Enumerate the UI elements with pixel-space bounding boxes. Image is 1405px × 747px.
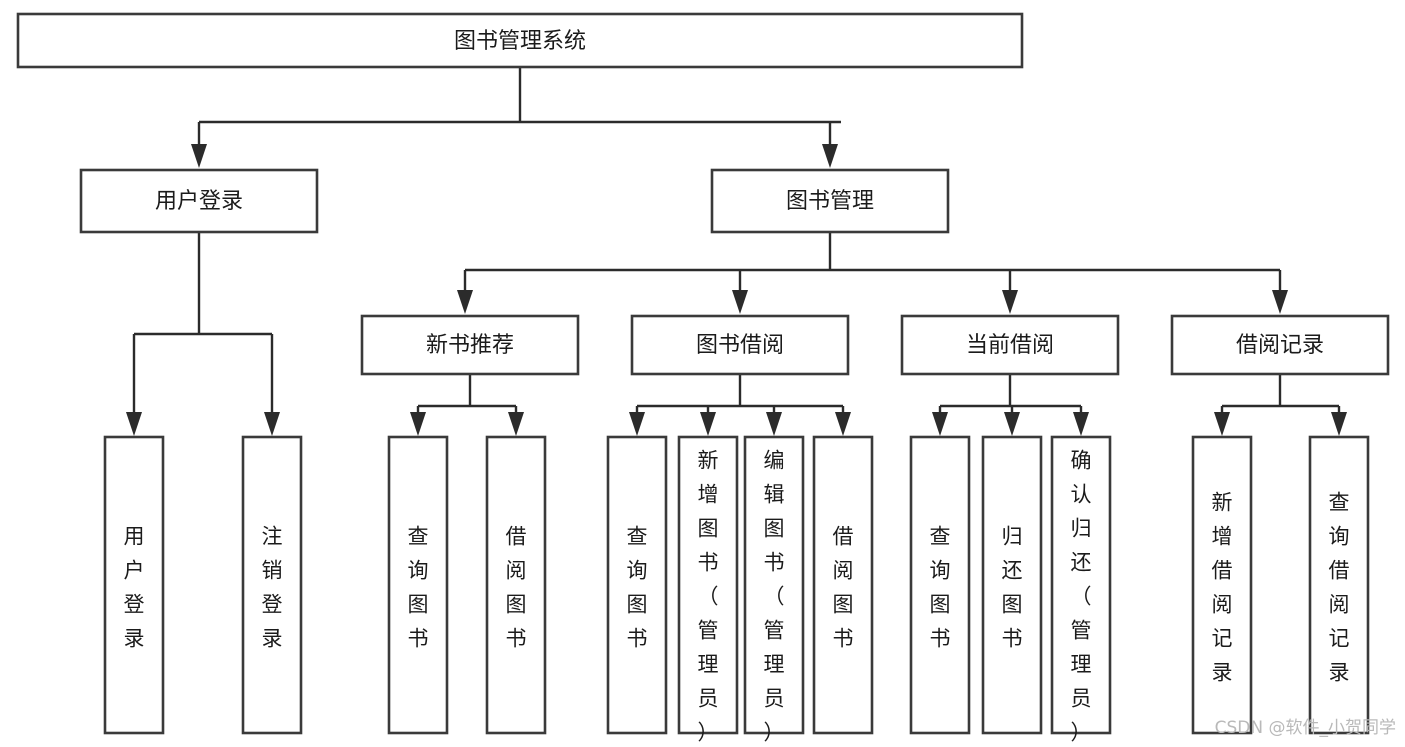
arrow-head-to-new-book-recommend — [457, 290, 473, 314]
node-leaf-edit-book-admin[interactable]: 编辑图书（管理员） — [743, 435, 805, 745]
node-leaf-return-book-label: 归还图书 — [1002, 525, 1023, 651]
node-leaf-add-borrow-record[interactable]: 新增借阅记录 — [1191, 435, 1253, 735]
connector-group-new-book-recommend-to-leaves — [410, 374, 524, 436]
node-book-borrow-label: 图书借阅 — [696, 333, 784, 358]
node-leaf-query-book-2-box[interactable] — [606, 435, 668, 735]
node-current-borrow-label: 当前借阅 — [966, 333, 1054, 358]
node-leaf-return-book-box[interactable] — [981, 435, 1043, 735]
node-leaf-query-book-2[interactable]: 查询图书 — [606, 435, 668, 735]
node-leaf-return-book[interactable]: 归还图书 — [981, 435, 1043, 735]
node-book-manage-box[interactable] — [710, 168, 950, 234]
node-leaf-query-book-3-label: 查询图书 — [930, 525, 951, 651]
connector-group-user-login-to-leaves — [126, 232, 280, 436]
node-leaf-query-book-2-label: 查询图书 — [627, 525, 648, 651]
node-leaf-borrow-book-1[interactable]: 借阅图书 — [485, 435, 547, 735]
connector-group-book-borrow-to-leaves — [629, 374, 851, 436]
node-leaf-query-borrow-record-label: 查询借阅记录 — [1329, 491, 1350, 685]
node-borrow-record-box[interactable] — [1170, 314, 1390, 376]
node-leaf-query-borrow-record-box[interactable] — [1308, 435, 1370, 735]
arrow-head-current-borrow-to-leaf-3 — [1073, 412, 1089, 436]
node-leaf-query-book-1[interactable]: 查询图书 — [387, 435, 449, 735]
arrow-head-current-borrow-to-leaf-2 — [1004, 412, 1020, 436]
node-leaf-query-book-3-box[interactable] — [909, 435, 971, 735]
node-book-manage-label: 图书管理 — [786, 189, 874, 214]
node-leaf-edit-book-admin-box[interactable] — [743, 435, 805, 735]
node-new-book-recommend-box[interactable] — [360, 314, 580, 376]
node-leaf-user-login-box[interactable] — [103, 435, 165, 735]
node-leaf-borrow-book-1-label: 借阅图书 — [506, 525, 527, 651]
node-leaf-confirm-return-admin-label: 确认归还（管理员） — [1071, 449, 1092, 745]
node-leaf-edit-book-admin-label: 编辑图书（管理员） — [764, 449, 785, 745]
node-root[interactable]: 图书管理系统 — [16, 12, 1024, 69]
arrow-head-user-login-to-leaf-2 — [264, 412, 280, 436]
node-root-label: 图书管理系统 — [454, 29, 586, 54]
arrow-head-new-book-recommend-to-leaf-2 — [508, 412, 524, 436]
connector-group-root-to-level2 — [191, 67, 841, 168]
arrow-head-borrow-record-to-leaf-1 — [1214, 412, 1230, 436]
node-book-borrow[interactable]: 图书借阅 — [630, 314, 850, 376]
arrow-head-book-borrow-to-leaf-4 — [835, 412, 851, 436]
node-leaf-confirm-return-admin[interactable]: 确认归还（管理员） — [1050, 435, 1112, 745]
arrow-head-borrow-record-to-leaf-2 — [1331, 412, 1347, 436]
node-leaf-user-logout-label: 注销登录 — [262, 525, 283, 651]
node-leaf-user-login[interactable]: 用户登录 — [103, 435, 165, 735]
connector-group-current-borrow-to-leaves — [932, 374, 1089, 436]
node-new-book-recommend[interactable]: 新书推荐 — [360, 314, 580, 376]
node-leaf-add-borrow-record-label: 新增借阅记录 — [1212, 491, 1233, 685]
connector-group-book-manage-to-level3 — [457, 232, 1288, 314]
node-book-manage[interactable]: 图书管理 — [710, 168, 950, 234]
node-borrow-record-label: 借阅记录 — [1236, 333, 1324, 358]
node-leaf-query-borrow-record[interactable]: 查询借阅记录 — [1308, 435, 1370, 735]
node-leaf-add-book-admin-box[interactable] — [677, 435, 739, 735]
node-leaf-borrow-book-2-label: 借阅图书 — [833, 525, 854, 651]
arrow-head-root-to-book-manage — [822, 144, 838, 168]
arrow-head-book-borrow-to-leaf-3 — [766, 412, 782, 436]
node-leaf-add-borrow-record-box[interactable] — [1191, 435, 1253, 735]
leaf-node-group: 用户登录 注销登录 查询图书 借阅图书 查询图书 新增图书（管理员） — [103, 435, 1370, 745]
node-user-login-box[interactable] — [79, 168, 319, 234]
node-leaf-user-logout[interactable]: 注销登录 — [241, 435, 303, 735]
node-current-borrow[interactable]: 当前借阅 — [900, 314, 1120, 376]
node-leaf-confirm-return-admin-box[interactable] — [1050, 435, 1112, 735]
arrow-head-current-borrow-to-leaf-1 — [932, 412, 948, 436]
node-leaf-user-logout-box[interactable] — [241, 435, 303, 735]
node-leaf-user-login-label: 用户登录 — [124, 525, 145, 651]
node-root-box[interactable] — [16, 12, 1024, 69]
arrow-head-new-book-recommend-to-leaf-1 — [410, 412, 426, 436]
csdn-watermark: CSDN @软件_小贺同学 — [1215, 718, 1396, 738]
arrow-head-to-current-borrow — [1002, 290, 1018, 314]
node-user-login[interactable]: 用户登录 — [79, 168, 319, 234]
arrow-head-book-borrow-to-leaf-2 — [700, 412, 716, 436]
arrow-head-to-borrow-record — [1272, 290, 1288, 314]
node-user-login-label: 用户登录 — [155, 189, 243, 214]
node-leaf-add-book-admin[interactable]: 新增图书（管理员） — [677, 435, 739, 745]
node-leaf-borrow-book-2-box[interactable] — [812, 435, 874, 735]
arrow-head-book-borrow-to-leaf-1 — [629, 412, 645, 436]
node-current-borrow-box[interactable] — [900, 314, 1120, 376]
node-leaf-query-book-1-box[interactable] — [387, 435, 449, 735]
arrow-head-to-book-borrow — [732, 290, 748, 314]
node-borrow-record[interactable]: 借阅记录 — [1170, 314, 1390, 376]
node-book-borrow-box[interactable] — [630, 314, 850, 376]
node-leaf-query-book-1-label: 查询图书 — [408, 525, 429, 651]
arrow-head-root-to-user-login — [191, 144, 207, 168]
node-leaf-borrow-book-2[interactable]: 借阅图书 — [812, 435, 874, 735]
node-new-book-recommend-label: 新书推荐 — [426, 333, 514, 358]
node-leaf-add-book-admin-label: 新增图书（管理员） — [698, 449, 719, 745]
arrow-head-user-login-to-leaf-1 — [126, 412, 142, 436]
connector-group-borrow-record-to-leaves — [1214, 374, 1347, 436]
node-leaf-query-book-3[interactable]: 查询图书 — [909, 435, 971, 735]
node-leaf-borrow-book-1-box[interactable] — [485, 435, 547, 735]
